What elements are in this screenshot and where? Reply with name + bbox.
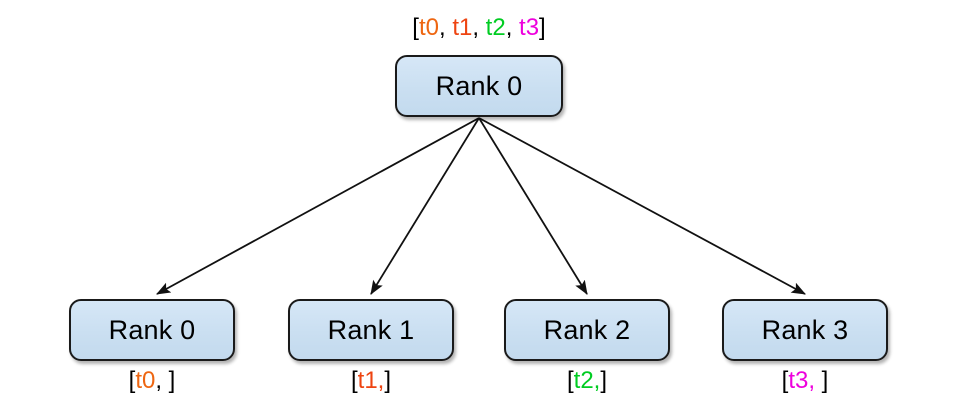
node-label: Rank 0: [435, 70, 523, 101]
node-label: Rank 2: [543, 314, 631, 345]
token-t0: t0: [135, 367, 156, 394]
caption-open-bracket: [: [781, 367, 789, 394]
leaf-3-tensor-list-caption: [t3, ]: [722, 369, 888, 393]
caption-trailing: ,: [155, 367, 169, 394]
leaf-2-tensor-list-caption: [t2,]: [504, 369, 670, 393]
leaf-1-tensor-list-caption: [t1,]: [288, 369, 454, 393]
node-rank-0-leaf[interactable]: Rank 0: [69, 299, 235, 361]
edge-root-to-leaf-1: [370, 117, 480, 295]
node-rank-3-leaf[interactable]: Rank 3: [722, 299, 888, 361]
caption-close-bracket: ]: [539, 14, 546, 41]
node-label: Rank 3: [761, 314, 849, 345]
node-rank-0-root[interactable]: Rank 0: [395, 55, 563, 117]
caption-close-bracket: ]: [600, 367, 608, 394]
token-t1: t1: [452, 14, 473, 41]
token-t3: t3: [519, 14, 540, 41]
node-label: Rank 0: [108, 314, 196, 345]
node-rank-1-leaf[interactable]: Rank 1: [288, 299, 454, 361]
caption-trailing: ,: [808, 367, 822, 394]
token-t1: t1: [357, 367, 378, 394]
caption-open-bracket: [: [566, 367, 574, 394]
edge-root-to-leaf-0: [156, 117, 480, 295]
caption-open-bracket: [: [128, 367, 136, 394]
caption-close-bracket: ]: [168, 367, 176, 394]
token-t3: t3: [788, 367, 809, 394]
caption-close-bracket: ]: [384, 367, 392, 394]
token-t0: t0: [418, 14, 439, 41]
caption-open-bracket: [: [412, 14, 419, 41]
caption-separator-1: ,: [438, 14, 453, 41]
node-label: Rank 1: [327, 314, 415, 345]
caption-separator-2: ,: [472, 14, 486, 41]
caption-trailing: ,: [593, 367, 601, 394]
root-tensor-list-caption: [t0, t1, t2, t3]: [395, 16, 563, 40]
edge-root-to-leaf-3: [478, 117, 806, 295]
caption-open-bracket: [: [350, 367, 358, 394]
edge-root-to-leaf-2: [478, 117, 588, 295]
node-rank-2-leaf[interactable]: Rank 2: [504, 299, 670, 361]
leaf-0-tensor-list-caption: [t0, ]: [69, 369, 235, 393]
token-t2: t2: [485, 14, 506, 41]
token-t2: t2: [573, 367, 594, 394]
caption-trailing: ,: [377, 367, 385, 394]
caption-close-bracket: ]: [821, 367, 829, 394]
caption-separator-3: ,: [505, 14, 520, 41]
